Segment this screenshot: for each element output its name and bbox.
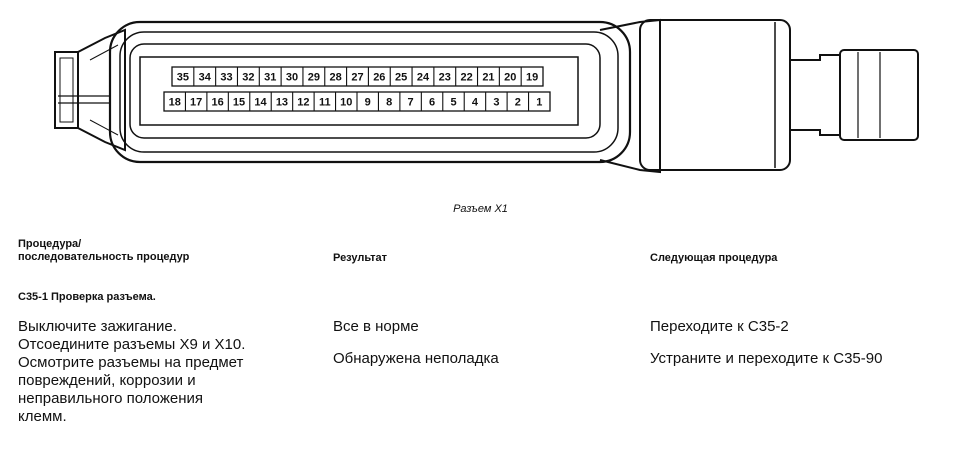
result-ok: Все в норме	[333, 318, 419, 335]
pin-label-1: 1	[536, 97, 542, 109]
connector-fitting	[789, 54, 841, 136]
pin-label-2: 2	[515, 97, 521, 109]
pin-label-29: 29	[308, 72, 320, 84]
pin-label-33: 33	[220, 72, 232, 84]
procedure-line: Отсоедините разъемы X9 и X10.	[18, 336, 246, 353]
pin-label-4: 4	[472, 97, 479, 109]
pin-label-19: 19	[526, 72, 538, 84]
pin-label-25: 25	[395, 72, 407, 84]
header-next-procedure: Следующая процедура	[650, 252, 778, 264]
next-fault: Устраните и переходите к С35-90	[650, 350, 883, 367]
connector-housing-mid	[119, 31, 619, 153]
connector-hex	[839, 49, 919, 141]
pin-label-18: 18	[169, 97, 181, 109]
next-ok: Переходите к С35-2	[650, 318, 789, 335]
pin-label-7: 7	[408, 97, 414, 109]
pin-label-35: 35	[177, 72, 189, 84]
procedure-line: неправильного положения	[18, 390, 204, 407]
pin-label-16: 16	[211, 97, 223, 109]
pin-label-27: 27	[351, 72, 363, 84]
result-fault: Обнаружена неполадка	[333, 350, 499, 367]
header-procedure-line1: Процедура/	[18, 238, 82, 250]
pin-label-22: 22	[460, 72, 472, 84]
pin-label-10: 10	[340, 97, 352, 109]
connector-left-tab-inner	[59, 57, 74, 123]
connector-neck	[77, 28, 126, 152]
pin-label-30: 30	[286, 72, 298, 84]
pin-label-21: 21	[482, 72, 494, 84]
header-procedure: Процедура/ последовательность процедур	[18, 238, 278, 264]
header-procedure-line2: последовательность процедур	[18, 251, 190, 263]
connector-housing-outer	[108, 20, 632, 164]
pin-label-5: 5	[450, 97, 456, 109]
pin-label-24: 24	[417, 72, 430, 84]
section-title: С35-1 Проверка разъема.	[18, 291, 156, 303]
procedure-line: Осмотрите разъемы на предмет	[18, 354, 244, 371]
pin-label-13: 13	[276, 97, 288, 109]
pin-label-34: 34	[199, 72, 212, 84]
connector-nut	[639, 19, 791, 171]
pin-label-3: 3	[493, 97, 499, 109]
pin-cavity-frame	[139, 56, 579, 126]
pin-label-23: 23	[439, 72, 451, 84]
pin-label-12: 12	[297, 97, 309, 109]
pin-label-20: 20	[504, 72, 516, 84]
pin-label-26: 26	[373, 72, 385, 84]
procedure-text: Выключите зажигание. Отсоедините разъемы…	[18, 318, 328, 426]
pin-label-8: 8	[386, 97, 392, 109]
connector-housing-inner	[129, 43, 601, 139]
pin-label-9: 9	[365, 97, 371, 109]
connector-left-tab	[54, 51, 79, 129]
pin-label-17: 17	[190, 97, 202, 109]
pin-label-15: 15	[233, 97, 245, 109]
pin-row-top-frame	[171, 66, 544, 87]
procedure-line: Выключите зажигание.	[18, 318, 177, 335]
pin-label-6: 6	[429, 97, 435, 109]
procedure-line: повреждений, коррозии и	[18, 372, 196, 389]
header-result: Результат	[333, 252, 388, 264]
pin-label-31: 31	[264, 72, 276, 84]
pin-label-11: 11	[319, 97, 331, 109]
pin-label-32: 32	[242, 72, 254, 84]
procedure-line: клемм.	[18, 408, 67, 425]
pin-label-28: 28	[330, 72, 342, 84]
pin-label-14: 14	[254, 97, 267, 109]
figure-caption: Разъем X1	[453, 203, 508, 215]
